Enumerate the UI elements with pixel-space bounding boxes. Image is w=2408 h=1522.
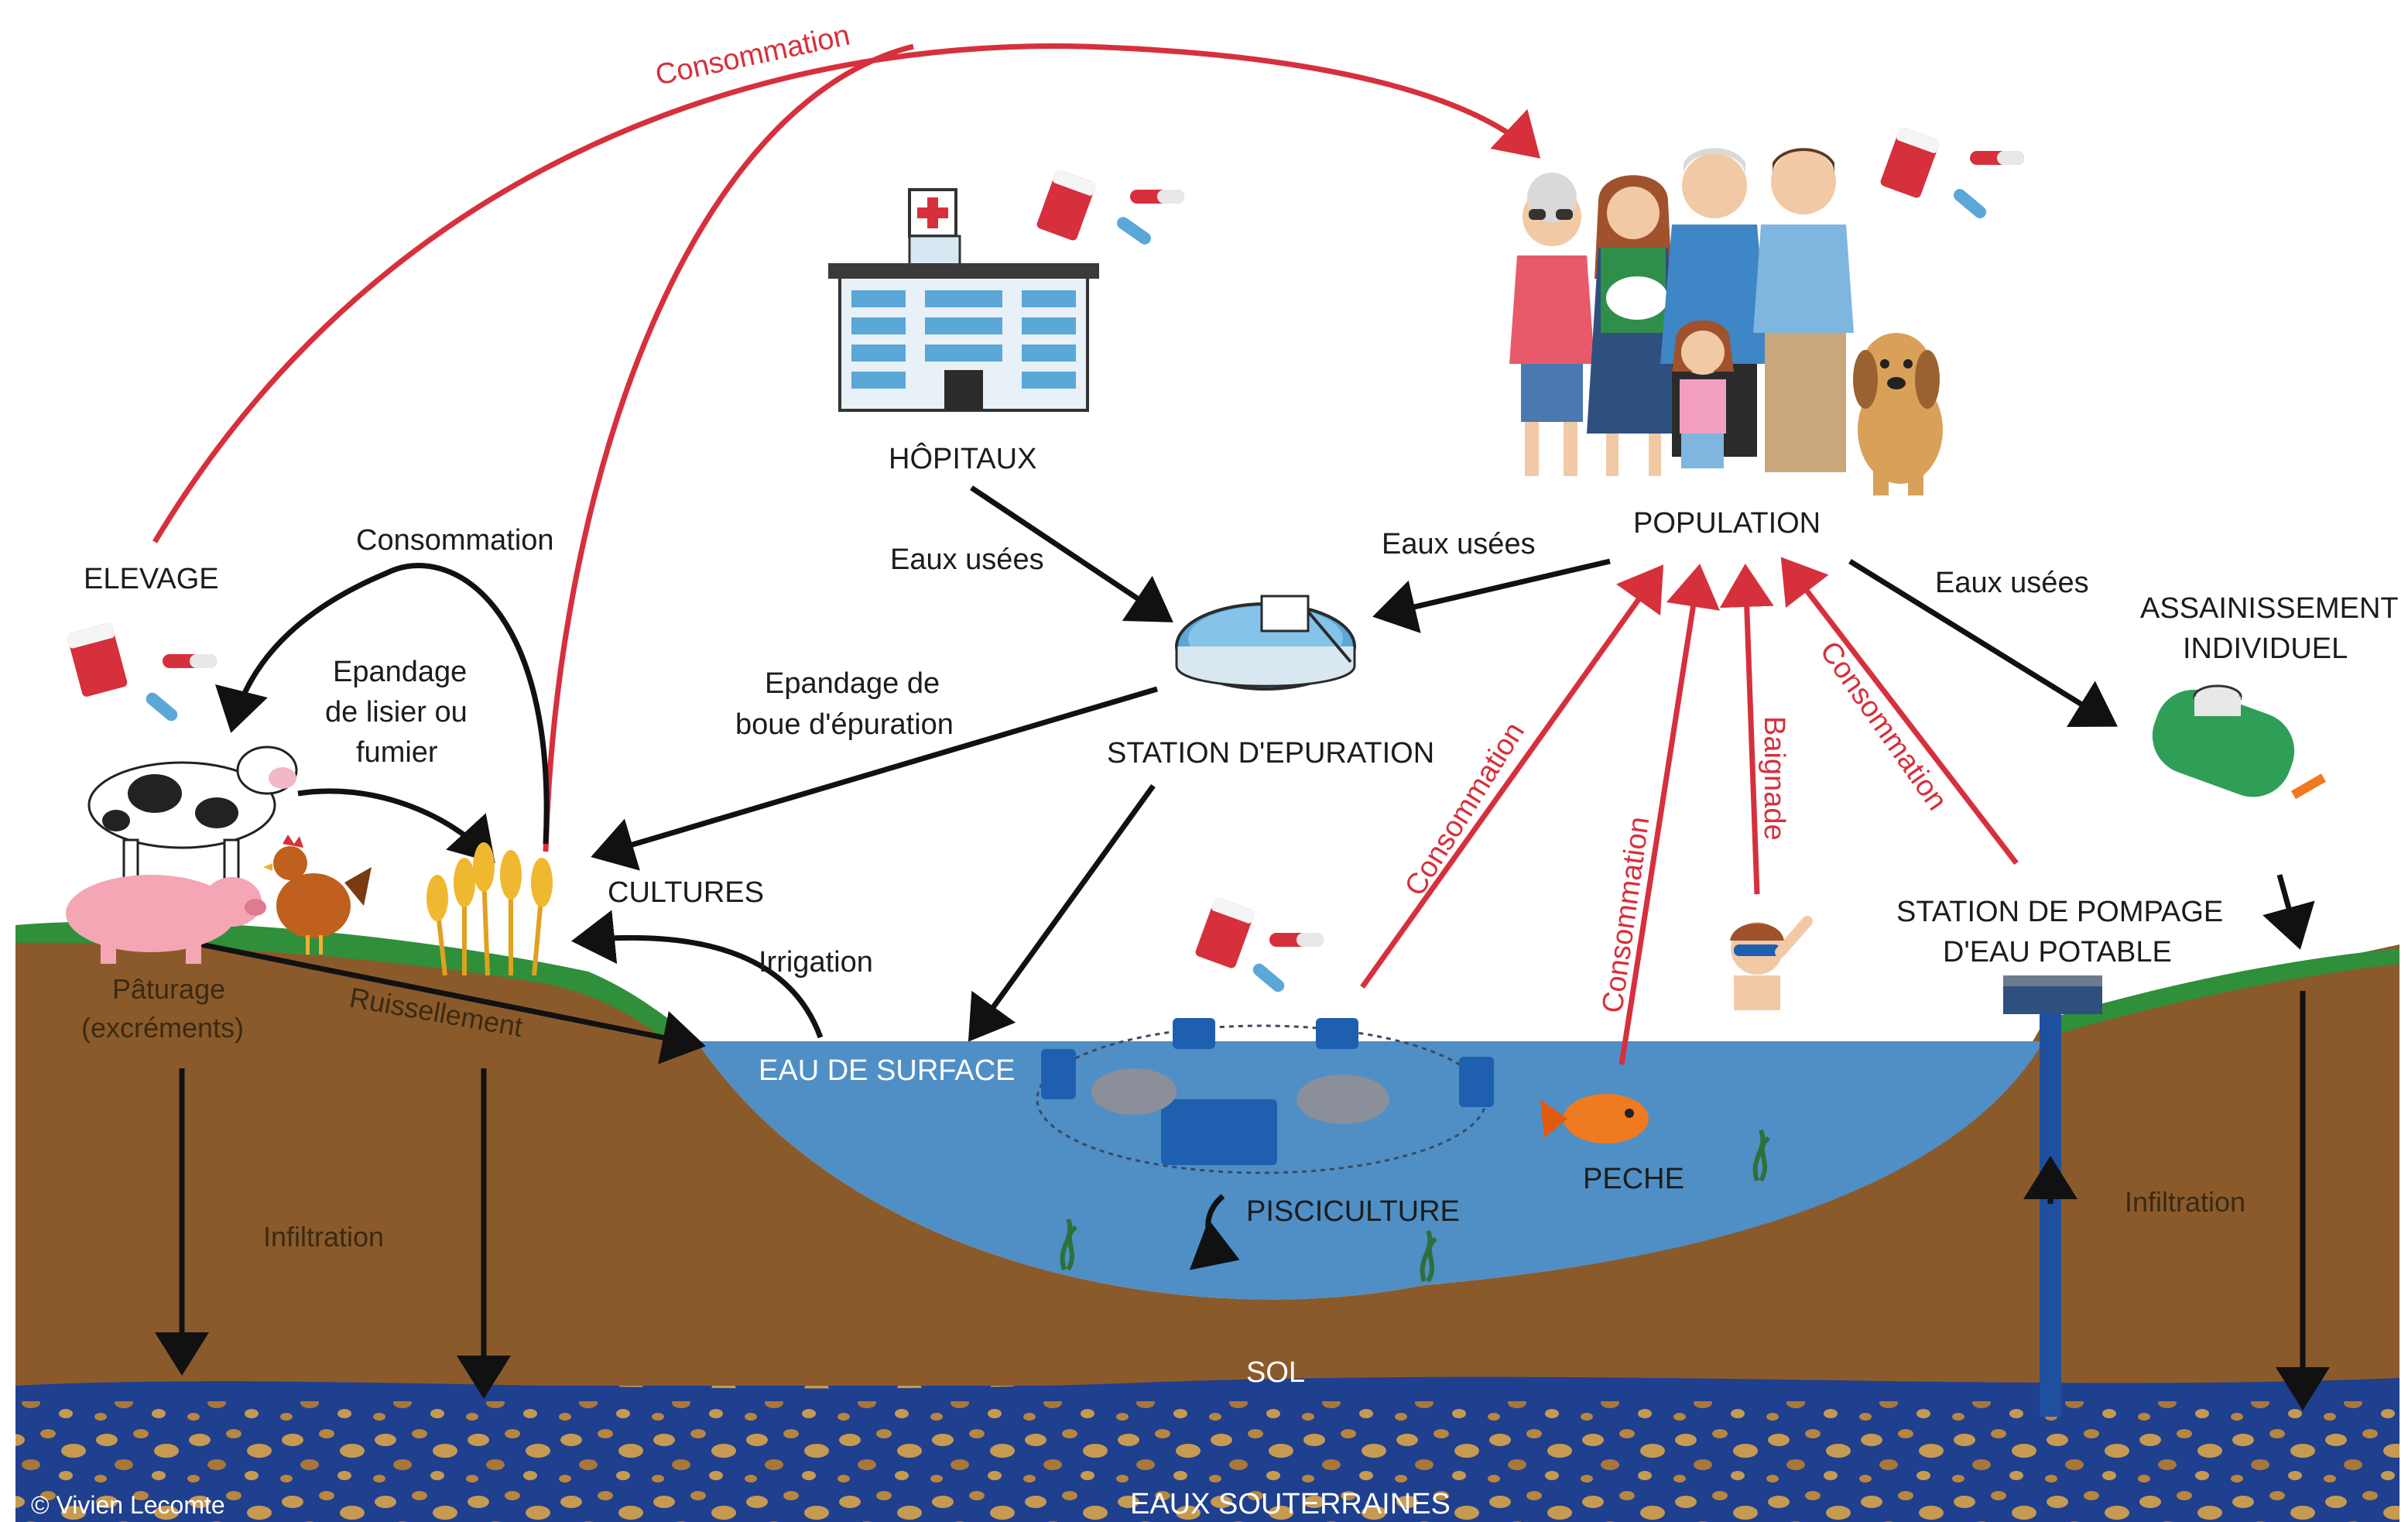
label-eaux-souterraines: EAUX SOUTERRAINES	[1130, 1488, 1451, 1520]
pig-icon	[66, 875, 266, 964]
hospital-icon	[828, 188, 1099, 412]
label-irrigation: Irrigation	[759, 946, 873, 979]
label-paturage-2: (excréments)	[81, 1012, 244, 1044]
groundwater-layer	[15, 1386, 2399, 1522]
fish-icon	[1540, 1094, 1649, 1143]
label-elevage: ELEVAGE	[84, 563, 219, 595]
arrow-pisciculture-to-population	[1360, 564, 1664, 989]
arrow-consommation-loop	[214, 563, 550, 845]
label-consommation-pompage: Consommation	[1814, 636, 1954, 816]
arrow-pompage-to-population	[1780, 557, 2019, 866]
arrow-station-to-cultures	[591, 686, 1158, 871]
label-epandage-boue-2: boue d'épuration	[735, 708, 954, 741]
treatment-plant-icon	[1175, 595, 1356, 691]
label-hopitaux: HÔPITAUX	[889, 441, 1036, 475]
label-assainissement-2: INDIVIDUEL	[2183, 632, 2348, 665]
label-infiltration-right: Infiltration	[2125, 1186, 2245, 1218]
label-cultures: CULTURES	[608, 876, 764, 909]
label-pisciculture: PISCICULTURE	[1246, 1195, 1460, 1228]
label-population: POPULATION	[1633, 507, 1821, 540]
septic-tank-icon	[2152, 684, 2326, 800]
arrow-peche-to-population	[1618, 564, 1721, 1065]
arrow-population-to-assainissement	[1848, 559, 2118, 728]
cow-icon	[87, 746, 298, 884]
arrow-hopitaux-to-station	[970, 485, 1173, 622]
label-station-epuration: STATION D'EPURATION	[1107, 737, 1434, 770]
surface-water	[697, 1041, 2043, 1300]
soil-layer	[15, 933, 2399, 1393]
arrow-population-to-station	[1372, 558, 1611, 633]
label-paturage-1: Pâturage	[112, 973, 225, 1005]
water-flows	[155, 485, 2330, 1411]
medicine-pills-icon	[1195, 897, 1324, 992]
label-consommation-left: Consommation	[356, 524, 554, 557]
arrow-elevage-to-cultures	[297, 788, 495, 864]
arrow-station-to-eau-surface	[968, 783, 1156, 1042]
arrow-ruissellement	[200, 941, 706, 1064]
label-station-pompage-1: STATION DE POMPAGE	[1896, 896, 2223, 928]
arrow-septic-to-ground	[2262, 874, 2315, 950]
medicine-pills-icon	[1036, 170, 1184, 245]
label-epandage-lisier-1: Epandage	[333, 656, 467, 688]
landscape	[15, 921, 2399, 1522]
arrow-irrigation	[571, 910, 824, 1039]
arrow-elevage-to-population	[152, 43, 1541, 543]
labels: Consommation HÔPITAUX POPULATION ELEVAGE…	[31, 19, 2399, 1520]
arrow-pisciculture-cycle	[1189, 1194, 1240, 1270]
chicken-icon	[263, 835, 372, 955]
label-epandage-lisier-3: fumier	[356, 736, 438, 769]
swimmer-icon	[1730, 916, 1813, 1010]
label-eaux-usees-right: Eaux usées	[1935, 567, 2089, 599]
family-icon	[1509, 148, 1854, 476]
consumption-flows	[152, 43, 2019, 1065]
wheat-icon	[426, 842, 553, 976]
seaweed-icon	[1060, 1129, 1771, 1283]
arrow-baignade-to-population	[1719, 564, 1774, 895]
medicine-pills-icon	[1880, 127, 2024, 218]
grass-right	[2043, 948, 2399, 1034]
label-eaux-usees-hopitaux: Eaux usées	[890, 543, 1044, 576]
water-pump-icon	[2003, 975, 2102, 1417]
arrow-cultures-to-population	[543, 43, 914, 852]
label-consommation-top: Consommation	[653, 19, 853, 92]
label-eau-de-surface: EAU DE SURFACE	[759, 1054, 1016, 1087]
label-sol: SOL	[1246, 1356, 1305, 1389]
label-peche: PECHE	[1583, 1163, 1684, 1195]
fish-farm-cage-icon	[1036, 1018, 1494, 1174]
label-epandage-lisier-2: de lisier ou	[325, 696, 468, 728]
label-epandage-boue-1: Epandage de	[765, 667, 940, 700]
medicine-pills-icon	[67, 622, 217, 722]
label-infiltration-left: Infiltration	[263, 1221, 384, 1253]
label-station-pompage-2: D'EAU POTABLE	[1943, 936, 2172, 968]
label-eaux-usees-population: Eaux usées	[1382, 528, 1536, 560]
dog-icon	[1853, 333, 1943, 495]
label-assainissement-1: ASSAINISSEMENT	[2140, 592, 2399, 625]
label-credit: © Vivien Lecomte	[31, 1491, 225, 1519]
label-baignade: Baignade	[1758, 716, 1790, 841]
